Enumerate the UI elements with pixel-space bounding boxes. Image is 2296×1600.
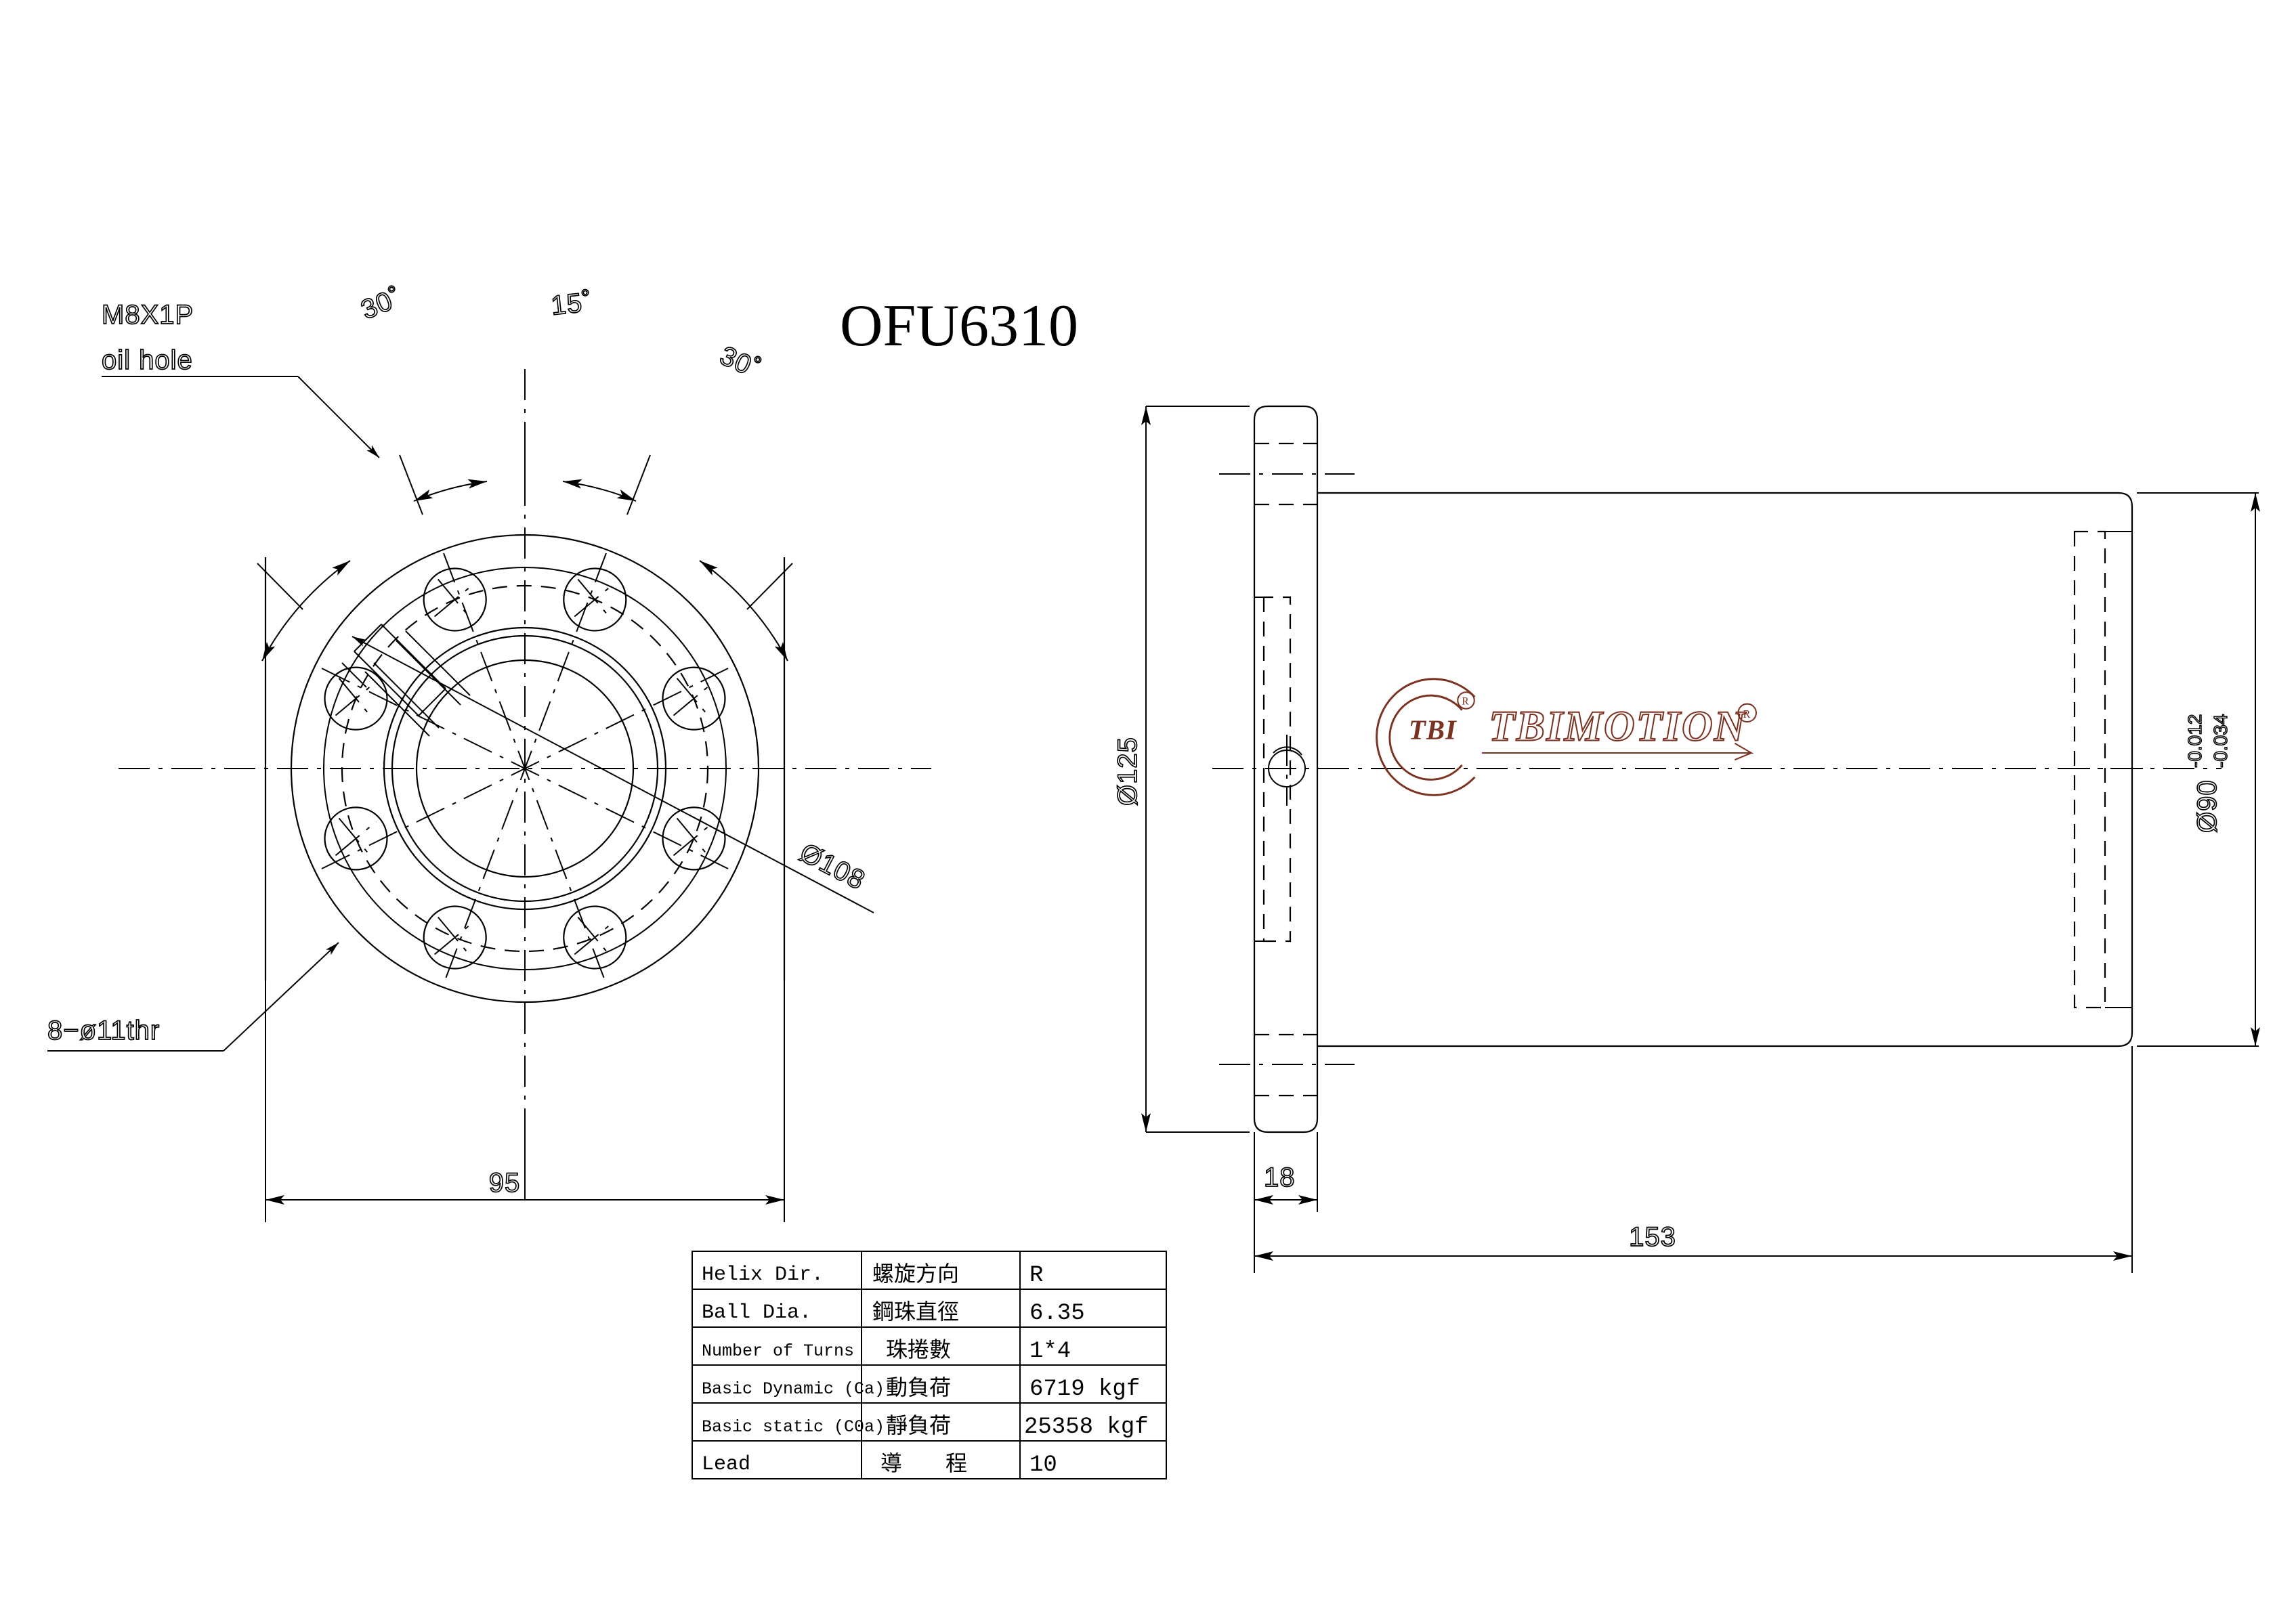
flange-width-dimension [265, 980, 785, 1222]
bolt-pitch-circle [341, 584, 709, 953]
nut-body-circle-inner [391, 634, 659, 903]
flange-diameter-label: Ø125 [1113, 737, 1143, 806]
table-row: Basic Dynamic (Ca) 動負荷 6719 kgf [702, 1375, 1140, 1402]
spec-label-en: Lead [702, 1453, 750, 1476]
bolt-hole [423, 905, 487, 970]
tbimotion-logo: TBI R TBIMOTION R [1376, 678, 1757, 796]
nut-diameter-dimension [2137, 492, 2260, 1047]
oil-hole-label-line2: oil hole [102, 345, 193, 375]
spec-value: 25358 kgf [1024, 1414, 1149, 1440]
flange-internal-hidden-slot [1262, 596, 1292, 943]
bolt-hole-leader [47, 942, 339, 1052]
spec-label-cn: 珠捲數 [886, 1337, 951, 1362]
bolt-hole-group [324, 567, 726, 970]
overall-length-label: 153 [1629, 1222, 1676, 1252]
spec-label-cn: 螺旋方向 [872, 1261, 959, 1287]
flange-width-label: 95 [489, 1168, 521, 1198]
nut-diameter-label: Ø90 [2192, 779, 2222, 833]
spec-label-cn: 導 程 [880, 1450, 967, 1476]
bolt-hole [324, 666, 388, 731]
bolt-hole [563, 905, 627, 970]
overall-length-dimension [1254, 1046, 2133, 1273]
logo-wordmark: TBIMOTION [1489, 703, 1747, 750]
oil-hole-leader [102, 376, 380, 458]
nut-diameter-tol-upper: -0.012 [2184, 714, 2205, 768]
spec-label-en: Basic Dynamic (Ca) [702, 1379, 885, 1399]
spec-label-en: Helix Dir. [702, 1263, 824, 1287]
page-title: OFU6310 [840, 293, 1078, 359]
nut-diameter-tol-lower: -0.034 [2210, 714, 2231, 768]
nut-end-hidden-slot [2073, 530, 2106, 1009]
flange-outer-circle [290, 534, 760, 1003]
bolt-hole [563, 567, 627, 632]
spec-value: R [1029, 1263, 1043, 1289]
spec-label-cn: 靜負荷 [886, 1412, 951, 1438]
spec-label-cn: 動負荷 [886, 1375, 951, 1400]
table-row: Lead 導 程 10 [702, 1450, 1057, 1478]
specification-table: Helix Dir. 螺旋方向 R Ball Dia. 鋼珠直徑 6.35 Nu… [692, 1251, 1167, 1479]
nut-diameter-label-group: Ø90 -0.012 -0.034 [2184, 714, 2232, 834]
flange-register-circle [323, 567, 727, 970]
spec-label-en: Number of Turns [702, 1341, 854, 1361]
flange-diameter-dimension [1141, 406, 1250, 1133]
bolt-hole [662, 806, 726, 871]
angle-label-left: 30˚ [357, 282, 406, 326]
bolt-hole [324, 806, 388, 871]
bolt-hole [662, 666, 726, 731]
spec-label-cn: 鋼珠直徑 [872, 1299, 959, 1324]
spec-table-rows: Helix Dir. 螺旋方向 R Ball Dia. 鋼珠直徑 6.35 Nu… [702, 1261, 1149, 1478]
bolt-circle-label: Ø108 [795, 838, 870, 896]
spec-value: 6.35 [1029, 1301, 1085, 1326]
table-row: Number of Turns 珠捲數 1*4 [702, 1337, 1071, 1364]
oil-hole-side [1268, 735, 1306, 806]
side-view: TBI R TBIMOTION R Ø125 Ø90 -0.012 [1112, 405, 2260, 1273]
table-row: Helix Dir. 螺旋方向 R [702, 1261, 1043, 1289]
oil-hole-label-line1: M8X1P [102, 300, 194, 330]
svg-text:TBI: TBI [1409, 715, 1458, 745]
angle-label-mid: 15˚ [549, 287, 593, 321]
bolt-hole [423, 567, 487, 632]
screw-bore-circle [415, 659, 635, 878]
bolt-hole-spokes [321, 553, 729, 985]
table-row: Ball Dia. 鋼珠直徑 6.35 [702, 1299, 1085, 1326]
flange-thickness-label: 18 [1264, 1163, 1296, 1192]
bolt-hole-label: 8−ø11thr [47, 1016, 160, 1045]
oil-hole-feature [341, 624, 471, 737]
svg-text:R: R [1462, 696, 1469, 708]
bolt-circle-leader [352, 636, 874, 913]
spec-label-en: Ball Dia. [702, 1301, 811, 1324]
angle-label-right: 30˚ [715, 341, 765, 385]
nut-body-circle-outer [383, 626, 667, 911]
flange-outline [1253, 405, 1319, 1133]
spec-value: 10 [1029, 1452, 1057, 1478]
spec-value: 1*4 [1029, 1339, 1071, 1364]
angle-dimension-group [257, 433, 793, 662]
front-view: M8X1P oil hole 8−ø11thr Ø108 [47, 282, 931, 1222]
nut-body-outline [1317, 492, 2133, 1047]
spec-value: 6719 kgf [1029, 1377, 1140, 1402]
table-row: Basic static (C0a) 靜負荷 25358 kgf [702, 1412, 1149, 1440]
spec-label-en: Basic static (C0a) [702, 1417, 885, 1437]
svg-text:R: R [1743, 708, 1751, 720]
